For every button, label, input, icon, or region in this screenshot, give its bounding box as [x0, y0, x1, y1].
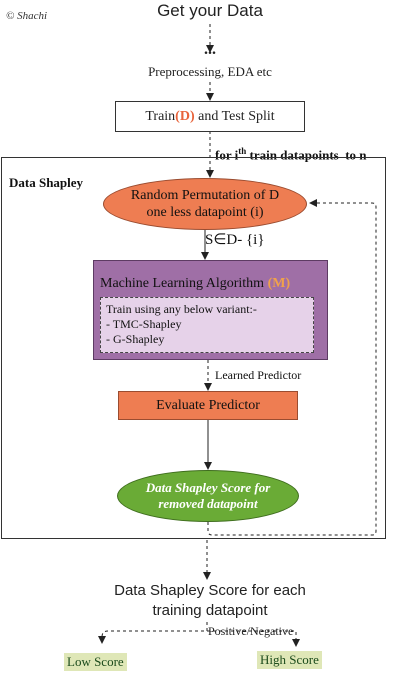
ml-variants-intro: Train using any below variant:-	[106, 302, 257, 316]
evaluate-predictor-box: Evaluate Predictor	[118, 391, 298, 420]
split-text-before: Train	[145, 108, 176, 124]
final-line-1: Data Shapley Score for each	[114, 582, 306, 599]
step-get-data: Get your Data	[157, 1, 263, 20]
positive-negative-label: Positive/Negative	[208, 624, 294, 638]
loop-label-before: for i	[215, 147, 239, 163]
ml-variants-box: Train using any below variant:- - TMC-Sh…	[100, 297, 314, 353]
data-shapley-frame	[1, 157, 386, 539]
step-ellipsis: ...	[204, 41, 216, 58]
data-shapley-title: Data Shapley	[9, 175, 84, 190]
removed-datapoint-score-node: Data Shapley Score for removed datapoint	[117, 470, 299, 522]
split-text-after: and Test Split	[194, 108, 275, 124]
ml-title-symbol: (M)	[267, 276, 291, 291]
ml-title-text: Machine Learning Algorithm	[100, 276, 268, 291]
train-test-split-box: Train (D) and Test Split	[115, 101, 305, 132]
final-score-label: Data Shapley Score for each training dat…	[70, 581, 350, 621]
subset-label: S∈D- {i}	[205, 232, 265, 248]
permutation-line-2: one less datapoint (i)	[146, 205, 264, 220]
random-permutation-node: Random Permutation of D one less datapoi…	[103, 178, 307, 230]
ml-variant-tmc: - TMC-Shapley	[106, 317, 182, 331]
learned-predictor-label: Learned Predictor	[215, 368, 302, 382]
step-preprocessing: Preprocessing, EDA etc	[148, 64, 272, 79]
loop-label-after: train datapoints to n	[246, 147, 367, 163]
final-line-2: training datapoint	[152, 602, 268, 619]
loop-label: for ith train datapoints to n	[215, 146, 367, 163]
edge-final-to-high	[207, 630, 300, 647]
loop-label-sup: th	[238, 146, 247, 156]
split-dataset-symbol: (D)	[175, 108, 195, 124]
ml-algorithm-title: Machine Learning Algorithm (M)	[100, 276, 290, 292]
copyright-mark: © Shachi	[6, 10, 48, 22]
ml-variant-g: - G-Shapley	[106, 332, 165, 346]
score-line-2: removed datapoint	[158, 496, 258, 511]
low-score-chip: Low Score	[64, 653, 127, 671]
edge-final-to-low	[98, 622, 208, 644]
high-score-chip: High Score	[257, 651, 322, 669]
permutation-line-1: Random Permutation of D	[130, 188, 280, 203]
score-line-1: Data Shapley Score for	[145, 480, 271, 495]
